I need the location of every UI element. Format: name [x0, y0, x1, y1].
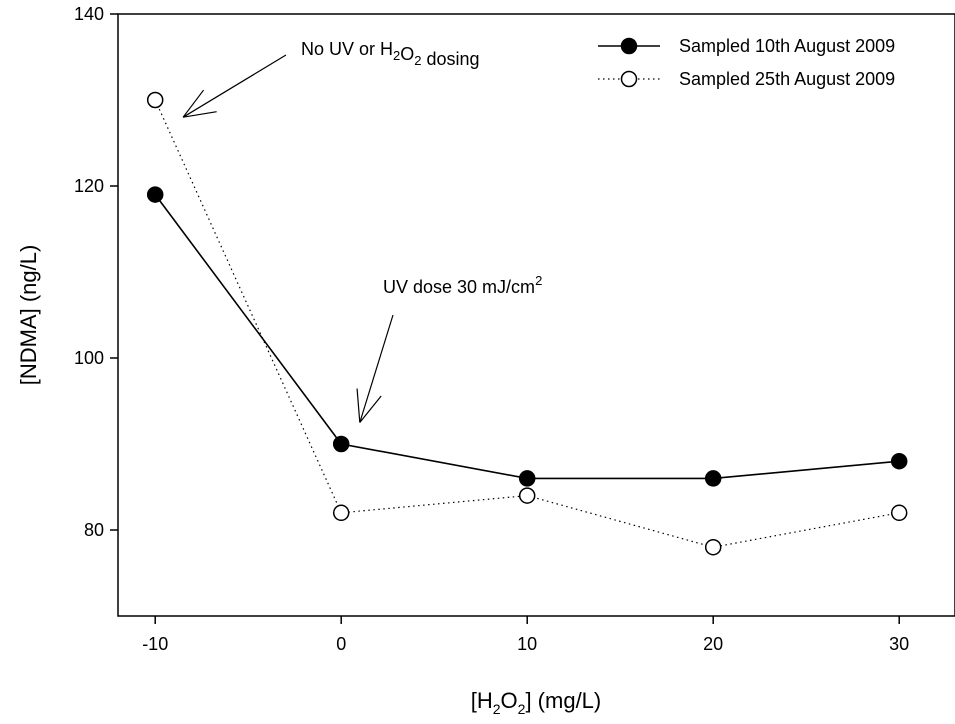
legend-marker-2 — [620, 70, 638, 88]
legend-label-2: Sampled 25th August 2009 — [679, 69, 895, 89]
legend-label-1: Sampled 10th August 2009 — [679, 36, 895, 56]
annot-no-uv-part: 2 — [393, 48, 400, 63]
annot-no-uv-part: 2 — [414, 53, 421, 68]
annot-no-uv-arrow-head — [182, 89, 205, 118]
x-tick-label: -10 — [142, 634, 168, 654]
annot-uv-dose-part: 2 — [535, 273, 542, 288]
annot-uv-dose-part: UV dose 30 mJ/cm — [383, 277, 535, 297]
y-axis-label: [NDMA] (ng/L) — [16, 245, 41, 386]
x-tick-label: 0 — [336, 634, 346, 654]
series-layer — [146, 91, 908, 556]
data-point — [146, 186, 164, 203]
series-line-2 — [154, 99, 900, 548]
x-axis-label-post: ] (mg/L) — [525, 688, 601, 713]
x-axis-label-sub2: 2 — [518, 701, 526, 717]
data-point — [704, 470, 722, 487]
annot-uv-dose-arrow-head — [359, 395, 382, 423]
x-tick-label: 10 — [517, 634, 537, 654]
data-point — [518, 470, 536, 487]
legend-marker-1 — [620, 37, 638, 55]
annot-no-uv-arrow-shaft — [182, 54, 287, 118]
x-axis-label-sub1: 2 — [493, 701, 501, 717]
data-point — [518, 487, 536, 504]
axis-ticks: -10 0 10 20 30 80 100 120 140 — [74, 4, 909, 654]
annot-no-uv-label: No UV or H2O2 dosing — [301, 39, 480, 69]
annot-uv-dose-arrow-head — [356, 388, 361, 423]
data-point — [332, 504, 350, 522]
y-tick-label: 140 — [74, 4, 104, 24]
annot-uv-dose-label: UV dose 30 mJ/cm2 — [383, 273, 542, 297]
x-tick-label: 30 — [889, 634, 909, 654]
series-line-1 — [154, 194, 900, 480]
data-point — [146, 91, 164, 109]
data-point — [332, 435, 350, 453]
data-point — [704, 538, 722, 556]
y-tick-label: 120 — [74, 176, 104, 196]
annot-no-uv-part: No UV or H — [301, 39, 393, 59]
x-axis-label-pre: [H — [471, 688, 493, 713]
y-tick-label: 100 — [74, 348, 104, 368]
annot-no-uv-arrow-head — [183, 111, 217, 118]
y-tick-label: 80 — [84, 520, 104, 540]
annot-uv-dose-arrow-shaft — [359, 314, 394, 423]
data-point — [890, 452, 908, 470]
x-axis-label: [H2O2] (mg/L) — [471, 688, 602, 717]
annot-no-uv-part: O — [400, 44, 414, 64]
data-point — [890, 504, 908, 522]
annot-no-uv-part: dosing — [422, 49, 480, 69]
plot-frame — [117, 13, 955, 617]
x-axis-label-mid: O — [501, 688, 518, 713]
x-tick-label: 20 — [703, 634, 723, 654]
